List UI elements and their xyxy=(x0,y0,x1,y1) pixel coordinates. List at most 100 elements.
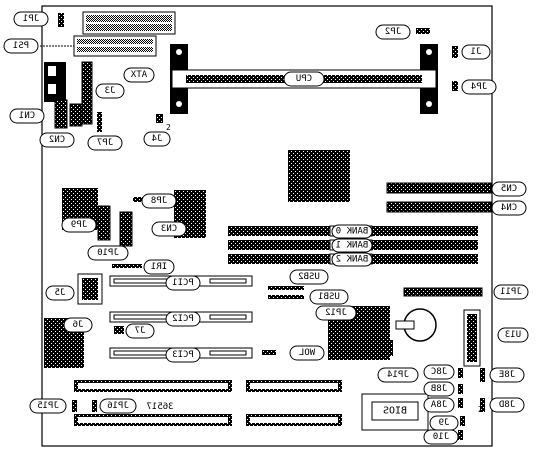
label-j5-text: J5 xyxy=(55,288,66,298)
u13-chip xyxy=(463,309,481,367)
label-j6-text: J6 xyxy=(73,320,84,330)
jp9-header xyxy=(97,205,111,241)
label-j6: J6 xyxy=(63,317,93,333)
label-j8b-text: J8B xyxy=(431,384,447,394)
label-jp14: JP14 xyxy=(377,367,419,383)
label-jp7-text: JP7 xyxy=(97,138,113,148)
label-bank0: BANK 0 xyxy=(331,224,373,239)
ir1-header xyxy=(112,264,142,268)
bios-chip xyxy=(361,393,429,431)
j10-jumper xyxy=(458,430,463,440)
label-jp10: JP10 xyxy=(87,245,129,261)
label-jp8: JP8 xyxy=(141,193,177,209)
jp16-jumper xyxy=(92,400,97,412)
j9-jumper xyxy=(460,416,465,426)
label-j4-text: J4 xyxy=(152,134,163,144)
j8a-jumper xyxy=(458,398,463,408)
label-jp2-text: JP2 xyxy=(385,27,401,37)
label-bank1-text: BANK 1 xyxy=(336,241,369,251)
label-jp11-text: JP11 xyxy=(500,287,522,297)
j8d-jumper xyxy=(480,398,485,412)
label-bios-text: BIOS xyxy=(383,406,407,417)
label-jp12-text: JP12 xyxy=(325,308,347,318)
label-bank2-text: BANK 2 xyxy=(336,255,369,265)
label-ps1-text: PS1 xyxy=(13,41,29,51)
label-usb2: USB2 xyxy=(289,269,329,285)
label-j8e-text: J8E xyxy=(499,370,515,380)
label-pci1-text: PCI1 xyxy=(172,278,194,288)
label-j7: J7 xyxy=(125,323,155,339)
label-j8d-text: J8D xyxy=(499,400,515,410)
label-j9-text: J9 xyxy=(439,418,450,428)
j3-header xyxy=(81,61,93,125)
label-j8c-text: J8C xyxy=(431,367,447,377)
label-jp16-text: JP16 xyxy=(107,401,129,411)
cn5-ide-connector xyxy=(386,182,492,194)
j1-jumper xyxy=(452,46,458,58)
label-wol-text: WOL xyxy=(299,348,315,358)
cn2-connector xyxy=(69,103,83,127)
jp1-jumper xyxy=(58,13,64,27)
label-cn3: CN3 xyxy=(151,221,187,237)
label-atx-text: ATX xyxy=(130,70,147,80)
cn1-connector xyxy=(54,99,68,129)
label-u13-text: U13 xyxy=(505,330,521,340)
label-j10: J10 xyxy=(423,429,459,445)
label-j8c: J8C xyxy=(423,364,455,380)
j5-pins xyxy=(82,278,98,300)
wol-header xyxy=(262,350,276,355)
label-cn2-text: CN2 xyxy=(49,135,65,145)
label-cn3-text: CN3 xyxy=(161,224,177,234)
label-cn5-text: CN5 xyxy=(501,184,517,194)
j8e-jumper xyxy=(480,368,485,382)
label-jp12: JP12 xyxy=(315,305,357,321)
label-cn2: CN2 xyxy=(39,132,75,148)
jp15-jumper xyxy=(72,400,77,412)
usb2-header xyxy=(268,286,304,290)
label-u13: U13 xyxy=(497,327,529,343)
cn4-ide-connector xyxy=(386,201,492,213)
label-jp1: JP1 xyxy=(13,11,49,27)
label-jp1-text: JP1 xyxy=(23,14,39,24)
label-cn5: CN5 xyxy=(491,181,527,197)
pin-marker-j8-pin: 2 xyxy=(478,405,483,414)
label-jp16: JP16 xyxy=(99,398,137,414)
label-ps1: PS1 xyxy=(3,38,39,54)
label-j5: J5 xyxy=(45,285,75,301)
label-j8b: J8B xyxy=(423,381,455,397)
label-jp7: JP7 xyxy=(87,135,123,151)
label-jp4-text: JP4 xyxy=(471,82,487,92)
label-pci2: PCI2 xyxy=(165,311,201,327)
label-j9: J9 xyxy=(429,415,459,431)
isa-slot-upper-left xyxy=(74,380,232,392)
ps1-header xyxy=(40,35,157,57)
label-j1-text: J1 xyxy=(471,47,482,57)
label-cn1: CN1 xyxy=(9,108,45,124)
label-usb2-text: USB2 xyxy=(298,272,320,282)
label-j3-text: J3 xyxy=(105,86,116,96)
label-cn4-text: CN4 xyxy=(501,203,517,213)
usb1-header xyxy=(268,295,304,299)
label-usb1-text: USB1 xyxy=(318,292,340,302)
isa-slot-lower-left xyxy=(74,414,232,426)
label-cpu-text: CPU xyxy=(296,74,312,84)
label-cn4: CN4 xyxy=(491,200,527,216)
jp14-jumper xyxy=(387,340,393,356)
label-jp14-text: JP14 xyxy=(387,370,409,380)
jp4-jumper xyxy=(452,81,458,91)
label-pci2-text: PCI2 xyxy=(172,314,194,324)
j7-jumper xyxy=(114,326,124,334)
label-ir1: IR1 xyxy=(143,259,175,275)
label-bank1: BANK 1 xyxy=(331,238,373,253)
isa-slot-upper-right xyxy=(246,380,342,392)
battery xyxy=(395,308,437,342)
label-cpu: CPU xyxy=(283,71,325,87)
label-jp11: JP11 xyxy=(493,284,529,300)
label-pci1: PCI1 xyxy=(165,275,201,291)
label-part-no: 36517 xyxy=(146,402,173,412)
jp2-jumper xyxy=(416,28,430,34)
label-j7-text: J7 xyxy=(135,326,146,336)
j8c-jumper xyxy=(458,368,463,378)
label-bank2: BANK 2 xyxy=(331,252,373,267)
label-pci3-text: PCI3 xyxy=(172,350,194,360)
